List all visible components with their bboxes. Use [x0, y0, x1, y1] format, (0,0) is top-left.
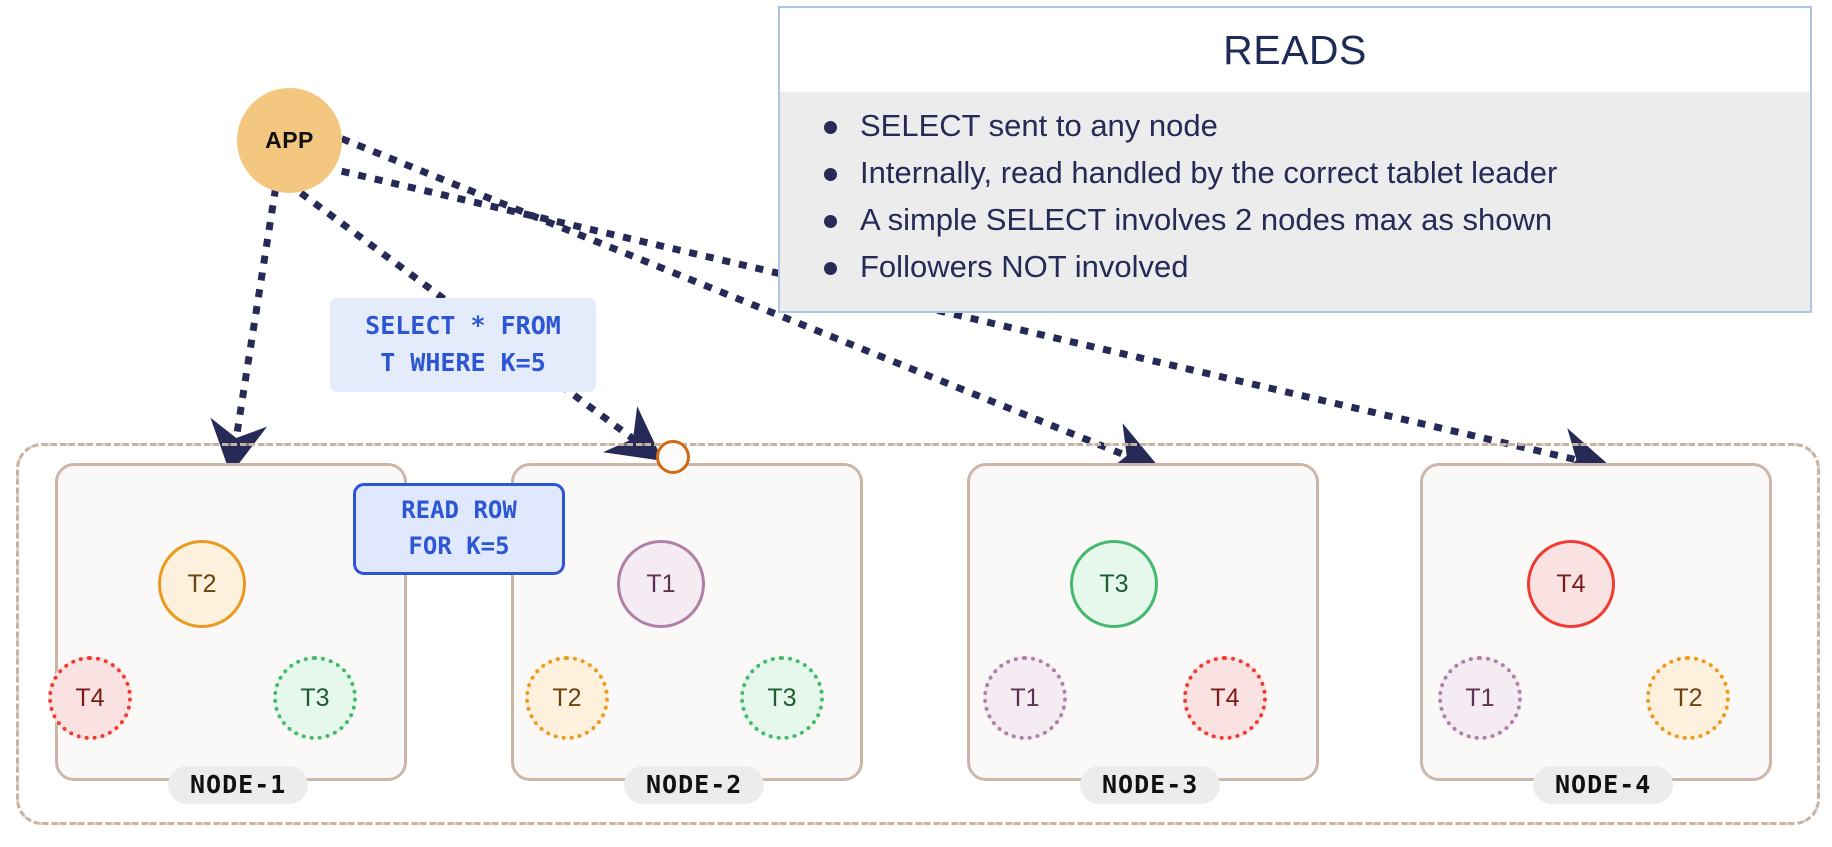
tablet-follower: T3 — [740, 656, 824, 740]
reads-bullet-list: SELECT sent to any node Internally, read… — [798, 102, 1810, 290]
tablet-label: T1 — [646, 569, 676, 598]
tablet-leader: T3 — [1070, 540, 1158, 628]
tablet-label: T3 — [300, 683, 330, 712]
tablet-leader: T1 — [617, 540, 705, 628]
tablet-label: T3 — [1099, 569, 1129, 598]
tablet-label: T4 — [1210, 683, 1240, 712]
query-entry-point-icon — [656, 440, 690, 474]
bullet-icon — [824, 262, 837, 275]
edge-app-to-node1 — [210, 187, 280, 475]
node-name-badge-4: NODE-4 — [1533, 766, 1674, 804]
tablet-follower: T1 — [1438, 656, 1522, 740]
tablet-label: T2 — [187, 569, 217, 598]
list-item: Followers NOT involved — [798, 243, 1810, 290]
tablet-follower: T2 — [1646, 656, 1730, 740]
cluster-boundary — [16, 443, 1820, 825]
reads-info-panel: READS SELECT sent to any node Internally… — [778, 6, 1812, 313]
read-row-callout: READ ROW FOR K=5 — [353, 483, 565, 575]
node-name-badge-2: NODE-2 — [624, 766, 765, 804]
edge-app-to-node4 — [340, 167, 1613, 485]
list-item-label: SELECT sent to any node — [860, 108, 1218, 143]
tablet-follower: T2 — [525, 656, 609, 740]
tablet-label: T1 — [1465, 683, 1495, 712]
edge-app-to-node2 — [285, 180, 663, 461]
list-item: A simple SELECT involves 2 nodes max as … — [798, 196, 1810, 243]
list-item: Internally, read handled by the correct … — [798, 149, 1810, 196]
reads-panel-title: READS — [780, 8, 1810, 92]
tablet-follower: T3 — [273, 656, 357, 740]
node-box-3: T3 T1 T4 — [967, 463, 1319, 781]
app-node: APP — [237, 88, 342, 193]
app-node-label: APP — [265, 127, 314, 153]
reads-panel-body: SELECT sent to any node Internally, read… — [780, 92, 1810, 311]
node-name-badge-3: NODE-3 — [1080, 766, 1221, 804]
list-item: SELECT sent to any node — [798, 102, 1810, 149]
tablet-follower: T4 — [48, 656, 132, 740]
tablet-label: T3 — [767, 683, 797, 712]
tablet-label: T4 — [1556, 569, 1586, 598]
tablet-follower: T4 — [1183, 656, 1267, 740]
list-item-label: Internally, read handled by the correct … — [860, 155, 1558, 190]
node-box-1: T2 T4 T3 — [48, 463, 407, 781]
tablet-label: T1 — [1010, 683, 1040, 712]
node-box-2: T1 T2 T3 — [511, 463, 863, 781]
bullet-icon — [824, 215, 837, 228]
list-item-label: Followers NOT involved — [860, 249, 1189, 284]
tablet-label: T2 — [1673, 683, 1703, 712]
sql-query-callout: SELECT * FROM T WHERE K=5 — [330, 298, 596, 392]
bullet-icon — [824, 168, 837, 181]
bullet-icon — [824, 121, 837, 134]
tablet-follower: T1 — [983, 656, 1067, 740]
node-name-badge-1: NODE-1 — [168, 766, 309, 804]
tablet-label: T2 — [552, 683, 582, 712]
tablet-label: T4 — [75, 683, 105, 712]
list-item-label: A simple SELECT involves 2 nodes max as … — [860, 202, 1553, 237]
tablet-leader: T2 — [158, 540, 246, 628]
tablet-leader: T4 — [1527, 540, 1615, 628]
node-box-4: T4 T1 T2 — [1420, 463, 1772, 781]
